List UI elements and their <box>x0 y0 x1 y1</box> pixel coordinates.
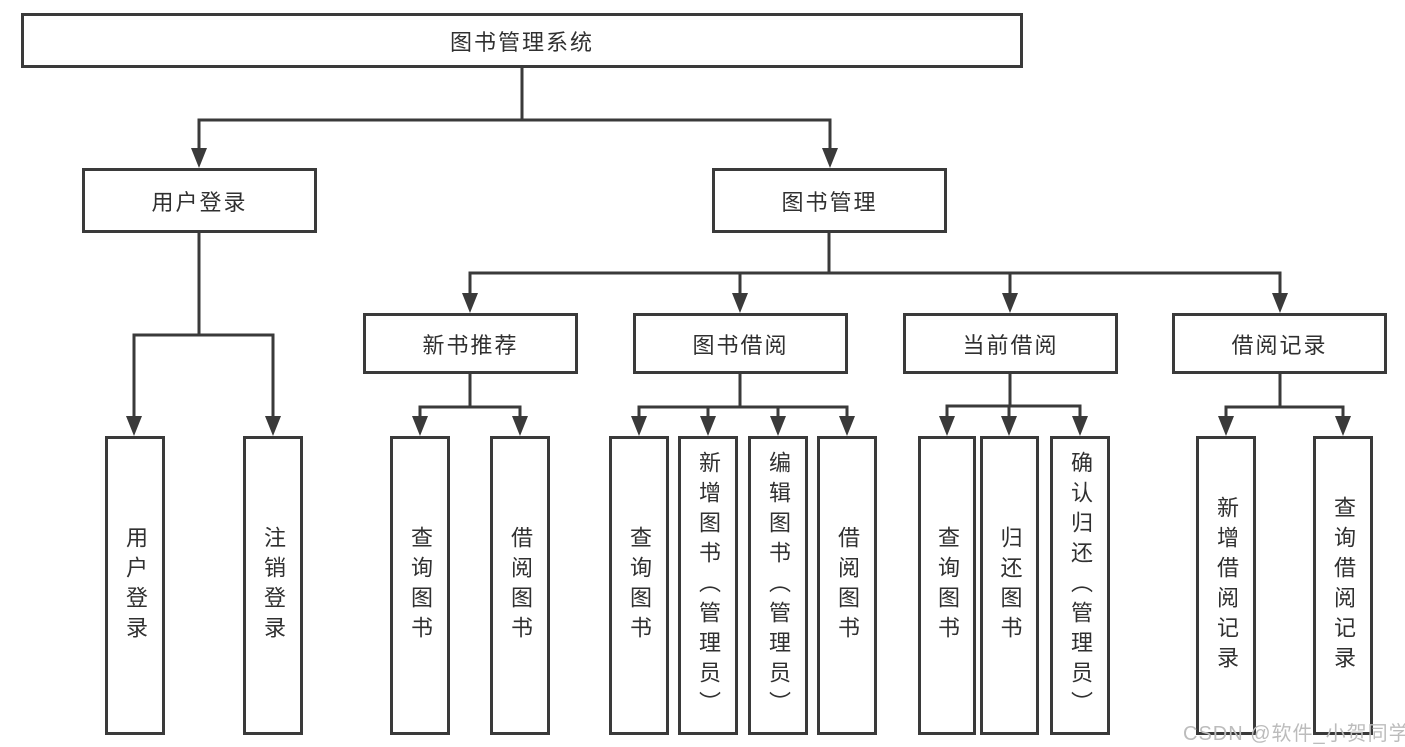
leaf-logout: 注销登录 <box>243 436 303 735</box>
leaf-confirm-return-admin: 确认归还（管理员） <box>1050 436 1110 735</box>
leaf-return-books: 归还图书 <box>980 436 1039 735</box>
node-current-borrow: 当前借阅 <box>903 313 1118 374</box>
node-borrow-records: 借阅记录 <box>1172 313 1387 374</box>
leaf-borrow-books: 借阅图书 <box>817 436 877 735</box>
leaf-add-borrow-record: 新增借阅记录 <box>1196 436 1256 735</box>
connector-borrow-records-children <box>1218 374 1351 436</box>
leaf-user-login: 用户登录 <box>105 436 165 735</box>
csdn-watermark: CSDN @软件_小贺同学 <box>1183 723 1405 745</box>
connector-book-management-children <box>462 233 1288 313</box>
node-root-library-system: 图书管理系统 <box>21 13 1023 68</box>
node-book-borrow: 图书借阅 <box>633 313 848 374</box>
connector-user-login-children <box>126 233 281 436</box>
connector-root-to-level2 <box>191 68 838 168</box>
leaf-query-books-borrow: 查询图书 <box>609 436 669 735</box>
node-book-management: 图书管理 <box>712 168 947 233</box>
connector-book-borrow-children <box>631 374 855 436</box>
leaf-add-books-admin: 新增图书（管理员） <box>678 436 738 735</box>
connector-new-book-children <box>412 374 528 436</box>
node-user-login: 用户登录 <box>82 168 317 233</box>
connector-current-borrow-children <box>939 374 1088 436</box>
leaf-borrow-books-recommend: 借阅图书 <box>490 436 550 735</box>
node-new-book-recommend: 新书推荐 <box>363 313 578 374</box>
leaf-edit-books-admin: 编辑图书（管理员） <box>748 436 808 735</box>
leaf-query-books-recommend: 查询图书 <box>390 436 450 735</box>
leaf-query-books-current: 查询图书 <box>918 436 976 735</box>
leaf-query-borrow-record: 查询借阅记录 <box>1313 436 1373 735</box>
